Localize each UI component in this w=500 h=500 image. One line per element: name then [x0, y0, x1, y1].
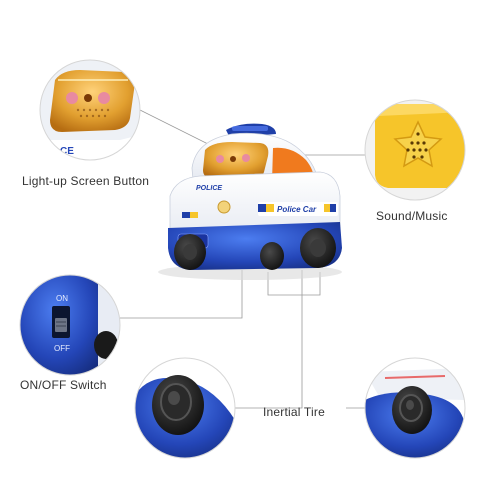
detail-tire-right	[365, 358, 465, 458]
switch-on-text: ON	[56, 294, 68, 303]
detail-tire-left	[135, 358, 235, 458]
light-corner-text: CE	[60, 146, 74, 157]
detail-sound	[365, 100, 465, 200]
car-police-side-text: Police Car	[277, 205, 317, 214]
connector-tire-right	[267, 272, 321, 296]
switch-off-text: OFF	[54, 344, 70, 353]
label-inertial-tire: Inertial Tire	[263, 405, 325, 419]
detail-light-button: CE	[40, 60, 140, 160]
rear-wheel	[300, 228, 336, 268]
mid-wheel	[260, 242, 284, 270]
label-sound-music: Sound/Music	[376, 209, 448, 223]
car-police-front-text: POLICE	[196, 185, 222, 192]
connector-tire-left	[235, 270, 303, 409]
label-on-off-switch: ON/OFF Switch	[20, 378, 107, 392]
detail-switch: ON OFF	[20, 275, 120, 375]
label-light-up-button: Light-up Screen Button	[22, 174, 150, 188]
front-wheel	[174, 234, 206, 270]
police-car: POLICE Police Car 110	[158, 123, 342, 280]
connector-switch	[120, 270, 243, 319]
